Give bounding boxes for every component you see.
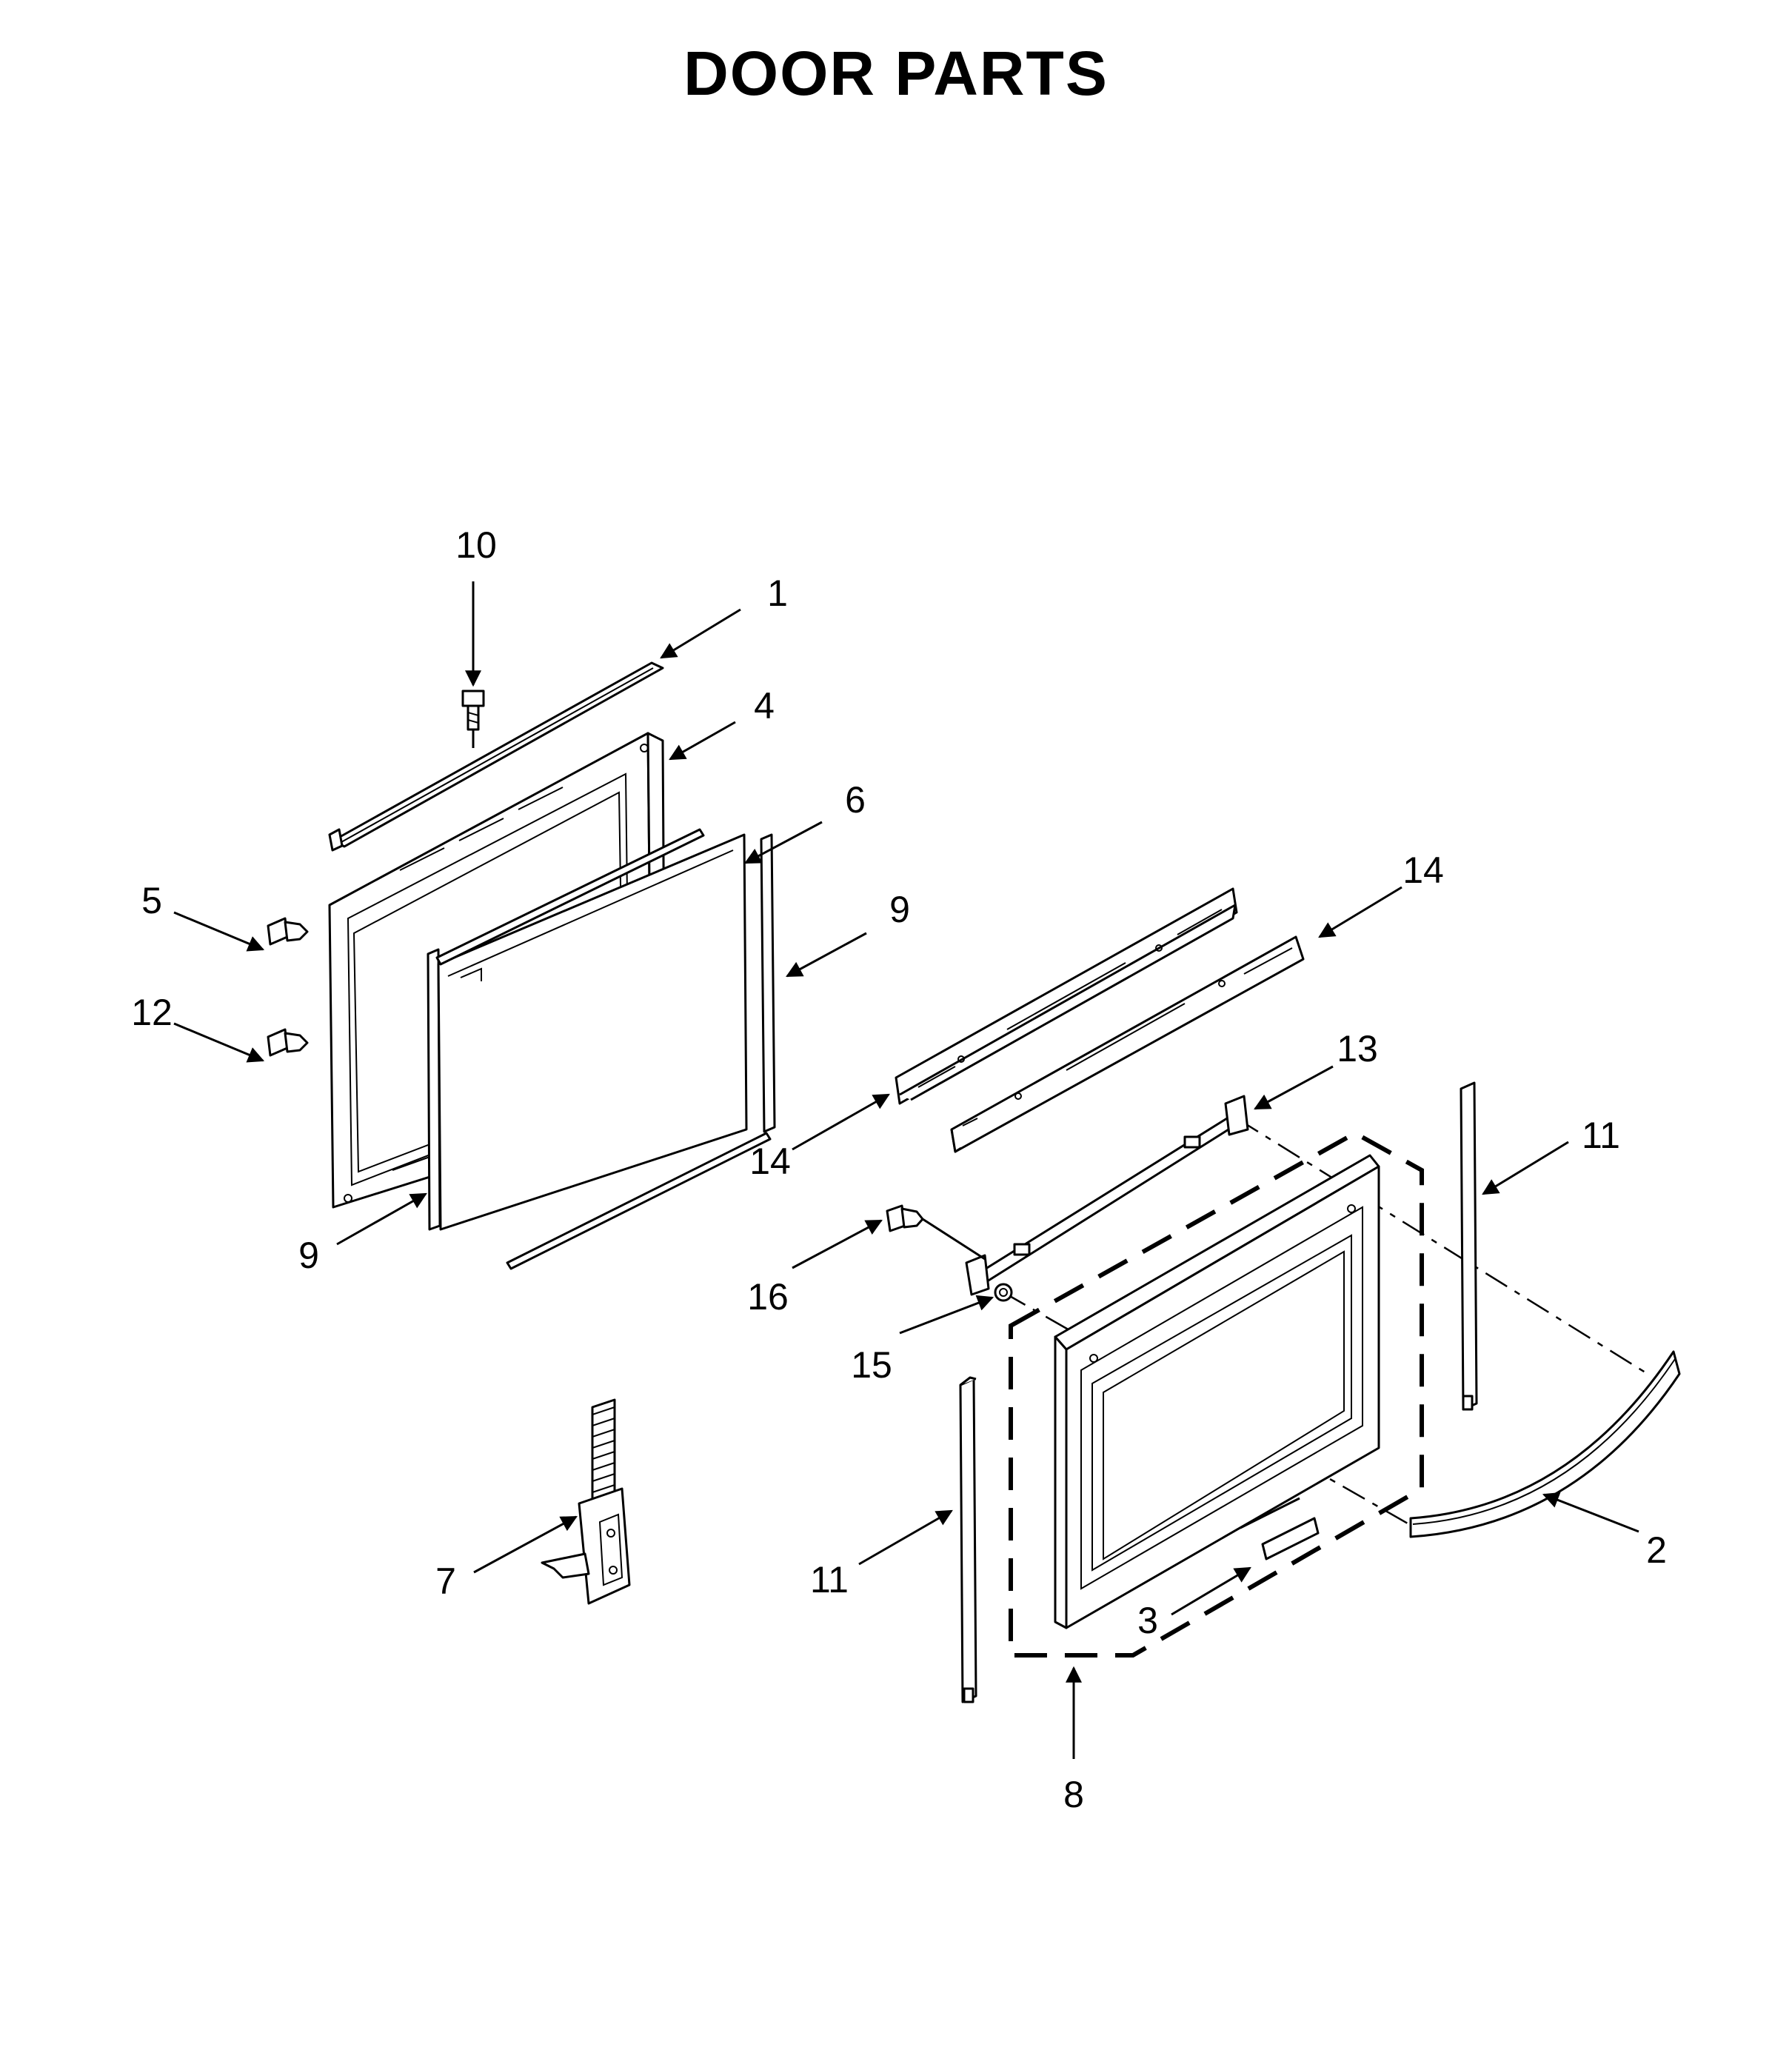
part-12-screw <box>267 1028 309 1057</box>
part-6-glass <box>437 833 748 1231</box>
part-14-upper-rail <box>895 887 1238 1105</box>
part-9-right-gasket <box>760 833 776 1133</box>
part-10-screw <box>461 690 485 748</box>
callout-7: 7 <box>435 1560 456 1602</box>
callout-14-left: 14 <box>749 1141 791 1182</box>
callout-13: 13 <box>1337 1028 1378 1069</box>
part-16-screw <box>886 1204 986 1261</box>
callout-2: 2 <box>1646 1529 1667 1571</box>
callout-16: 16 <box>747 1276 789 1318</box>
callout-9-right: 9 <box>889 889 910 930</box>
callout-12: 12 <box>131 992 173 1033</box>
leader-arrows <box>173 581 1639 1759</box>
part-2-handle <box>1409 1350 1681 1538</box>
page-title: DOOR PARTS <box>683 39 1109 108</box>
callout-15: 15 <box>851 1344 892 1386</box>
callout-5: 5 <box>141 880 162 921</box>
callout-labels: 1 10 4 6 9 5 12 9 14 14 13 11 16 15 7 11… <box>131 524 1667 1815</box>
part-14-lower-rail <box>950 935 1305 1153</box>
part-8-outer-door <box>1054 1154 1380 1629</box>
part-11-left-strip <box>959 1376 977 1703</box>
callout-1: 1 <box>767 572 788 614</box>
callout-8: 8 <box>1063 1774 1084 1815</box>
callout-4: 4 <box>754 685 775 727</box>
part-11-right-strip <box>1460 1081 1478 1411</box>
part-15-grommet <box>994 1283 1013 1302</box>
part-1-top-trim <box>328 661 664 852</box>
callout-6: 6 <box>845 779 866 821</box>
part-5-screw <box>267 917 309 946</box>
callout-3: 3 <box>1137 1600 1158 1641</box>
callout-11-right: 11 <box>1582 1115 1620 1156</box>
callout-11-left: 11 <box>810 1559 849 1600</box>
part-9-glass-seal-strips <box>435 828 772 1270</box>
callout-14-right: 14 <box>1402 849 1444 891</box>
phantom-lines <box>1003 1117 1648 1658</box>
part-7-hinge <box>541 1398 631 1605</box>
part-3-badge <box>1240 1497 1320 1560</box>
callout-9-left: 9 <box>298 1235 319 1276</box>
part-13-bracket <box>965 1095 1249 1296</box>
callout-10: 10 <box>455 524 497 566</box>
